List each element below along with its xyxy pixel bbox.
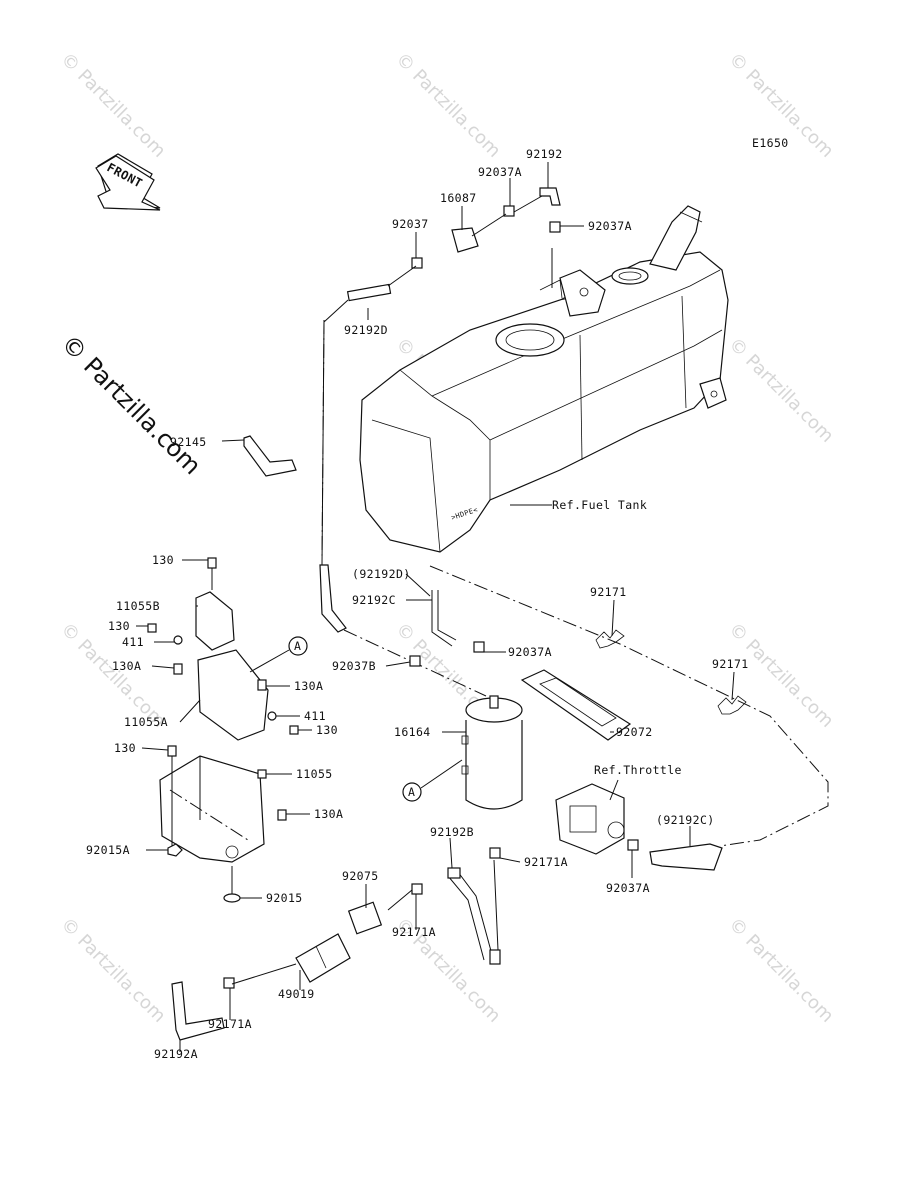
part-label: 92192B (430, 825, 474, 839)
part-label: 92171A (208, 1017, 252, 1031)
part-label: 92037A (606, 881, 650, 895)
watermark: © Partzilla.com (391, 49, 504, 162)
part-label: 16164 (394, 725, 431, 739)
part-label: 92171 (590, 585, 627, 599)
part-label: 92192 (526, 147, 563, 161)
part-label: 49019 (278, 987, 315, 1001)
mounting-plate-92072 (520, 669, 632, 741)
part-label: 92145 (170, 435, 207, 449)
callout-a-1: A (249, 636, 308, 673)
part-label: 130 (316, 723, 338, 737)
part-label: 130 (108, 619, 130, 633)
part-label: 11055 (296, 767, 333, 781)
fuel-filter-49019 (223, 883, 423, 989)
part-label: 130 (152, 553, 174, 567)
hose-92192A (171, 981, 225, 1041)
part-label: 92072 (616, 725, 653, 739)
watermark: © Partzilla.com (724, 619, 837, 732)
callout-a-label: A (408, 785, 415, 799)
part-label: 92075 (342, 869, 379, 883)
watermark-large: © Partzilla.com (56, 329, 207, 480)
leader-lines (136, 162, 735, 1052)
bracket-assembly (147, 557, 299, 903)
part-labels: 92192 92037A 16087 92037 92037A 92192D 9… (86, 147, 749, 1061)
part-label: 411 (304, 709, 326, 723)
part-label: 16087 (440, 191, 477, 205)
part-label: 130 (114, 741, 136, 755)
part-label: 130A (294, 679, 323, 693)
watermark: © Partzilla.com (724, 334, 837, 447)
front-arrow-icon: FRONT (95, 153, 161, 211)
callout-a-label: A (294, 639, 301, 653)
hose-92192D (321, 283, 392, 566)
hose-clamp-92145 (243, 435, 297, 477)
part-label: 130A (314, 807, 343, 821)
hose-92192B (447, 847, 501, 965)
part-label: 411 (122, 635, 144, 649)
part-label: 11055B (116, 599, 160, 613)
part-label: 92015 (266, 891, 303, 905)
clip-92171 (595, 629, 747, 715)
part-label: (92192D) (352, 567, 411, 581)
vapor-line-path (429, 565, 829, 847)
hose-92192D-lower (319, 564, 487, 697)
hose-92192C-throttle (649, 843, 723, 871)
part-label: 92015A (86, 843, 130, 857)
callout-a-2: A (402, 759, 463, 802)
canister-16164 (461, 695, 523, 810)
part-label: 92171 (712, 657, 749, 671)
part-label: 11055A (124, 715, 168, 729)
part-label: 92037A (508, 645, 552, 659)
watermark: © Partzilla.com (56, 49, 169, 162)
ref-throttle-label: Ref.Throttle (594, 763, 682, 777)
part-label: 92171A (524, 855, 568, 869)
part-label: 92037A (478, 165, 522, 179)
part-label: 92037 (392, 217, 429, 231)
part-label: 92037A (588, 219, 632, 233)
part-label: 130A (112, 659, 141, 673)
throttle-body (555, 783, 639, 855)
ref-fuel-tank-label: Ref.Fuel Tank (552, 498, 647, 512)
upper-hose-parts (387, 187, 561, 287)
watermark: © Partzilla.com (724, 914, 837, 1027)
diagram-code: E1650 (752, 136, 789, 150)
part-label: (92192C) (656, 813, 715, 827)
part-label: 92192A (154, 1047, 198, 1061)
part-label: 92037B (332, 659, 376, 673)
hose-92192C (431, 590, 485, 653)
part-label: 92171A (392, 925, 436, 939)
part-label: 92192C (352, 593, 396, 607)
watermark: © Partzilla.com (56, 914, 169, 1027)
part-label: 92192D (344, 323, 388, 337)
fuel-tank: >HDPE< (359, 205, 729, 553)
